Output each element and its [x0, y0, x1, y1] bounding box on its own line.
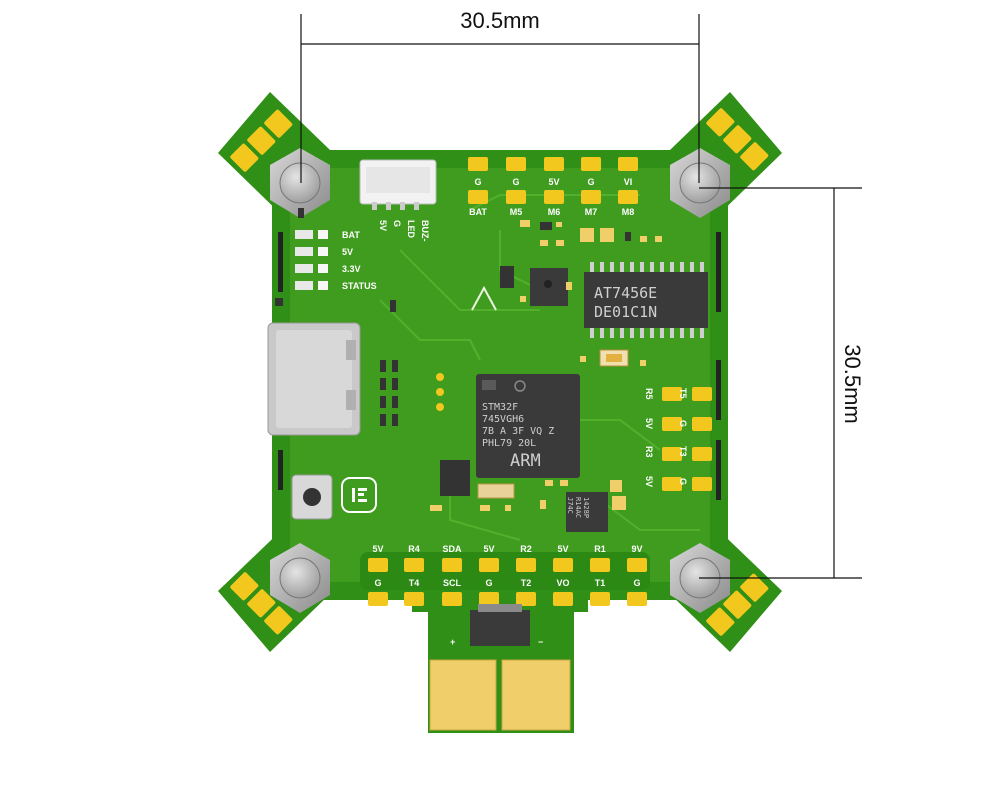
bottom-pad-label: SCL [443, 578, 462, 588]
arm-pads [230, 108, 769, 636]
bottom-pad-label: G [374, 578, 381, 588]
top-pad-row: G G 5V G VI BAT M5 M6 M7 M8 [468, 157, 638, 217]
small-chip-line: R14AC [574, 497, 582, 518]
right-pad-label: 5V [644, 418, 654, 429]
small-chip-line: J74C [566, 497, 574, 514]
usb-port [267, 322, 361, 436]
dimension-horizontal [300, 14, 700, 183]
mcu-line: 745VGH6 [482, 414, 524, 425]
right-pad-label: 5V [644, 476, 654, 487]
arm-pads-bottom-right [706, 573, 769, 636]
bottom-pad-label: R1 [594, 544, 606, 554]
mcu-line: 7B A 3F VQ Z [482, 426, 554, 437]
connector-label: G [392, 220, 402, 227]
osd-chip: AT7456E DE01C1N [584, 262, 708, 338]
bottom-pad-label: VO [556, 578, 569, 588]
bottom-pad-label: R2 [520, 544, 532, 554]
jst-connector [359, 159, 437, 210]
top-pad-label: G [474, 177, 481, 187]
power-minus-label: − [538, 637, 543, 647]
bottom-pad-label: G [633, 578, 640, 588]
direction-arrow-icon [471, 285, 497, 311]
brand-logo-icon [341, 477, 377, 513]
led-label-status: STATUS [342, 281, 377, 291]
dimension-horizontal-label: 30.5mm [460, 8, 539, 33]
right-pad-label: T3 [678, 446, 688, 457]
bottom-pad-label: T4 [409, 578, 420, 588]
bottom-pad-label: G [485, 578, 492, 588]
mcu-line: PHL79 20L [482, 438, 536, 449]
connector-labels: 5V G LED BUZ- [378, 220, 430, 242]
status-leds: BAT 5V 3.3V STATUS [295, 230, 377, 291]
top-pad-label: 5V [548, 177, 559, 187]
osd-line: DE01C1N [594, 303, 657, 321]
small-chip-line: 1428P [582, 497, 590, 518]
right-pad-grid: R5 T5 5V G R3 T3 5V G [644, 387, 712, 491]
osd-line: AT7456E [594, 284, 657, 302]
bottom-pad-label: SDA [442, 544, 462, 554]
bottom-pad-label: 5V [557, 544, 568, 554]
arm-pads-top-right [706, 108, 769, 171]
mcu-chip: STM32F 745VGH6 7B A 3F VQ Z PHL79 20L AR… [476, 374, 580, 478]
mount-nut-bottom-left [270, 543, 330, 613]
power-plus-label: + [450, 637, 455, 647]
bottom-pad-row: 5V R4 SDA 5V R2 5V R1 9V G T4 SCL G T2 V… [360, 544, 650, 606]
top-pad-label: G [512, 177, 519, 187]
smd-components [275, 208, 662, 511]
top-pad-label: M7 [585, 207, 598, 217]
mcu-line: STM32F [482, 402, 518, 413]
top-pad-label: VI [624, 177, 633, 187]
dimension-vertical [699, 187, 862, 579]
arm-pads-bottom-left [230, 572, 293, 635]
led-label-3v3: 3.3V [342, 264, 361, 274]
top-pad-label: M6 [548, 207, 561, 217]
connector-label: BUZ- [420, 220, 430, 242]
right-pad-label: G [678, 478, 688, 485]
right-pad-label: R5 [644, 388, 654, 400]
led-label-bat: BAT [342, 230, 360, 240]
small-chip: 1428P R14AC J74C [566, 492, 608, 532]
bottom-pad-label: T2 [521, 578, 532, 588]
connector-label: 5V [378, 220, 388, 231]
top-pad-label: M5 [510, 207, 523, 217]
connector-label: LED [406, 220, 416, 239]
mounting-nuts [270, 148, 730, 613]
top-pad-label: BAT [469, 207, 487, 217]
bottom-pad-label: 5V [483, 544, 494, 554]
led-label-5v: 5V [342, 247, 353, 257]
boot-button [291, 474, 333, 520]
bottom-pad-label: 9V [631, 544, 642, 554]
power-input: + − [429, 604, 571, 731]
arm-pads-top-left [230, 109, 293, 172]
bottom-pad-label: 5V [372, 544, 383, 554]
side-headers [278, 232, 721, 500]
mount-nut-top-left [270, 148, 330, 218]
bottom-pad-label: R4 [408, 544, 420, 554]
mount-nut-top-right [670, 148, 730, 218]
bottom-pad-label: T1 [595, 578, 606, 588]
mcu-brand: ARM [510, 451, 541, 471]
top-pad-label: G [587, 177, 594, 187]
right-pad-label: G [678, 420, 688, 427]
right-pad-label: T5 [678, 388, 688, 399]
top-pad-label: M8 [622, 207, 635, 217]
right-pad-label: R3 [644, 446, 654, 458]
dimension-vertical-label: 30.5mm [840, 344, 865, 423]
